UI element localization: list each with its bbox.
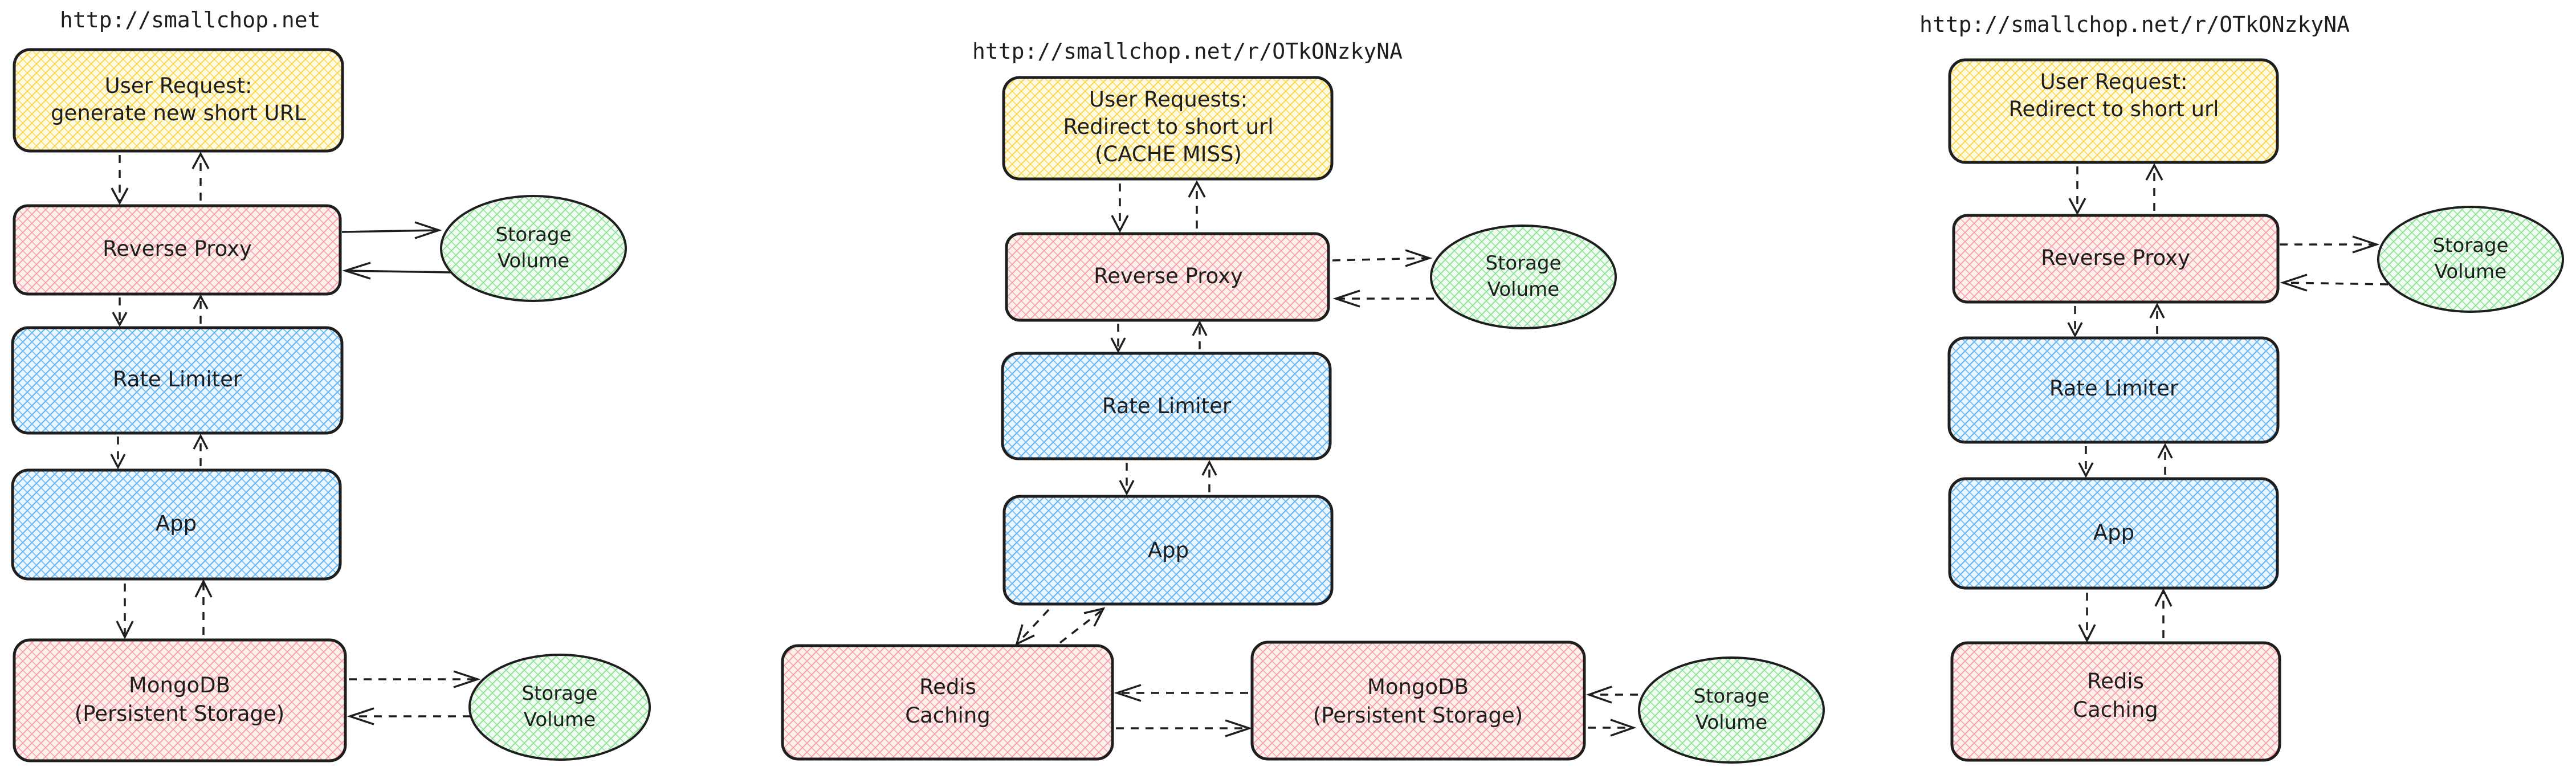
arrow-proxy-to-storage (2280, 235, 2380, 254)
user-request-node: User Requests:Redirect to short url(CACH… (1002, 76, 1334, 181)
arrow-down-proxy-ratelimiter (112, 297, 128, 327)
arrow-down-request-proxy (111, 155, 129, 205)
user-request-label: User Request:generate new short URL (51, 74, 306, 125)
arrow-mongodb-to-redis (1114, 684, 1248, 702)
diagram-3-url: http://smallchop.net/r/OTkONzkyNA (1919, 12, 2350, 37)
arrow-down-ratelimiter-app (1119, 463, 1135, 496)
arrow-down-app-mongodb (116, 584, 134, 639)
arrow-down-request-proxy (2068, 166, 2086, 215)
arrow-up-ratelimiter-proxy (2149, 303, 2165, 334)
arrow-up-proxy-request (2145, 163, 2163, 211)
app-label: App (1148, 538, 1189, 562)
arrow-up-app-ratelimiter (193, 434, 209, 466)
arrow-down-proxy-ratelimiter (2067, 306, 2083, 338)
arrow-up-app-ratelimiter (2157, 443, 2173, 475)
arrow-storage-to-mongodb (1585, 686, 1638, 704)
diagram-1-arrows (110, 152, 481, 725)
rate-limiter-label: Rate Limiter (1102, 394, 1232, 418)
arrow-proxy-to-storage (1332, 249, 1433, 267)
arrow-storage-to-proxy (1332, 289, 1434, 308)
arrow-up-proxy-request (1188, 180, 1206, 229)
rate-limiter-node: Rate Limiter (11, 326, 344, 435)
mongodb-node: MongoDB(Persistent Storage) (13, 638, 347, 762)
arrow-mongodb-to-storage (1588, 719, 1637, 737)
arrow-down-request-proxy (1111, 183, 1129, 233)
arrow-storage-to-proxy (2280, 274, 2388, 292)
diagram-2: http://smallchop.net/r/OTkONzkyNA User R… (781, 39, 1825, 764)
rate-limiter-label: Rate Limiter (2049, 376, 2179, 401)
arrow-proxy-to-storage (341, 221, 442, 239)
diagram-3-arrows (2067, 163, 2388, 643)
arrow-down-ratelimiter-app (2078, 446, 2094, 478)
arrow-up-ratelimiter-proxy (1192, 320, 1208, 349)
rate-limiter-label: Rate Limiter (113, 367, 242, 391)
mongodb-label: MongoDB(Persistent Storage) (75, 673, 284, 726)
arrow-up-proxy-request (191, 152, 210, 201)
diagram-1-url: http://smallchop.net (60, 7, 321, 32)
reverse-proxy-node: Reverse Proxy (13, 204, 342, 296)
mongodb-label: MongoDB(Persistent Storage) (1313, 675, 1523, 728)
reverse-proxy-node: Reverse Proxy (1952, 214, 2280, 304)
mongodb-node: MongoDB(Persistent Storage) (1250, 641, 1586, 761)
reverse-proxy-node: Reverse Proxy (1005, 232, 1330, 322)
diagram-3: http://smallchop.net/r/OTkONzkyNA User R… (1919, 12, 2564, 762)
arrow-up-mongodb-app (194, 579, 213, 635)
rate-limiter-node: Rate Limiter (1947, 336, 2280, 444)
arrow-redis-to-app (1059, 607, 1106, 644)
reverse-proxy-label: Reverse Proxy (1094, 264, 1243, 288)
app-label: App (2093, 520, 2134, 545)
app-label: App (156, 511, 197, 536)
app-node: App (1002, 495, 1334, 606)
arrow-up-redis-app (2154, 588, 2173, 638)
arrow-down-app-redis (2078, 593, 2096, 643)
app-node: App (1948, 477, 2279, 590)
rate-limiter-node: Rate Limiter (1001, 352, 1332, 460)
user-request-label: User Request:Redirect to short url (2008, 70, 2219, 121)
arrow-down-ratelimiter-app (110, 437, 126, 470)
user-request-node: User Request:Redirect to short url (1948, 58, 2279, 164)
arrow-mongodb-to-storage (349, 670, 481, 688)
diagram-1: http://smallchop.net User Request:genera… (11, 7, 651, 762)
arrow-storage-to-proxy (342, 262, 451, 280)
user-request-node: User Request:generate new short URL (13, 48, 344, 153)
reverse-proxy-label: Reverse Proxy (103, 236, 252, 261)
diagram-2-url: http://smallchop.net/r/OTkONzkyNA (972, 39, 1403, 64)
arrow-redis-to-mongodb (1116, 719, 1253, 737)
diagram-2-arrows (1015, 180, 1638, 737)
arrow-app-to-redis (1015, 609, 1050, 646)
reverse-proxy-label: Reverse Proxy (2041, 246, 2190, 270)
arrow-down-proxy-ratelimiter (1110, 324, 1126, 353)
arrow-up-ratelimiter-proxy (193, 294, 209, 324)
app-node: App (11, 468, 342, 581)
user-request-label: User Requests:Redirect to short url(CACH… (1063, 87, 1273, 166)
arrow-up-app-ratelimiter (1201, 460, 1217, 492)
arrow-storage-to-mongodb (347, 707, 471, 725)
